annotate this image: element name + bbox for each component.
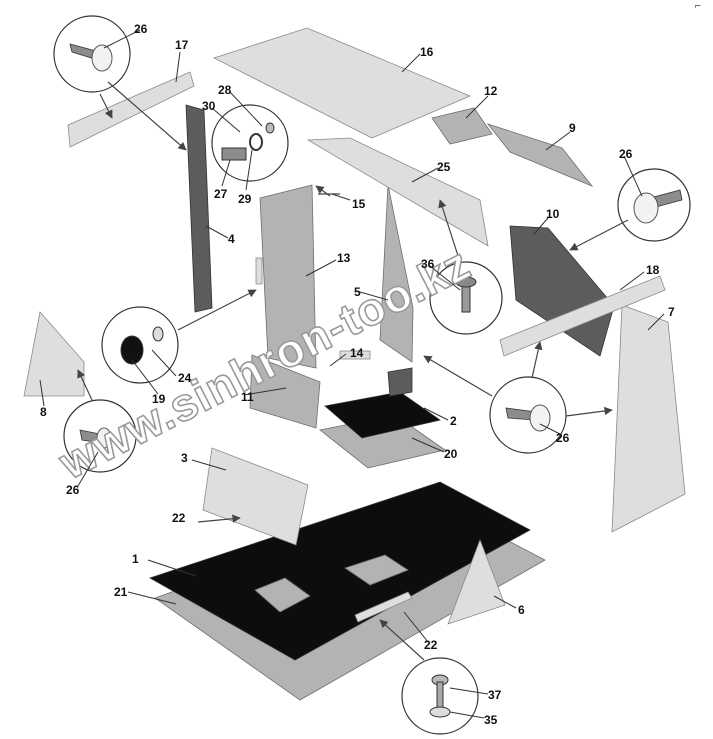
detail-circle-35-37 xyxy=(401,657,479,735)
arrow-19-to-13 xyxy=(177,289,257,331)
label-26-left: 26 xyxy=(66,483,80,497)
label-28: 28 xyxy=(218,83,232,97)
part-13-handle xyxy=(255,257,263,285)
detail-circle-26-bottom-right xyxy=(489,376,567,454)
part-22-bolt-left xyxy=(197,514,241,523)
label-11: 11 xyxy=(241,390,254,404)
part-4-side-bar xyxy=(185,104,213,313)
label-15: 15 xyxy=(352,197,366,211)
label-10: 10 xyxy=(546,207,560,221)
leader-lines xyxy=(39,29,665,719)
part-25-channel xyxy=(306,137,489,247)
label-2: 2 xyxy=(450,414,457,428)
label-7: 7 xyxy=(668,305,675,319)
arrow-17-down xyxy=(99,93,113,119)
part-8-triangle-panel xyxy=(23,311,85,397)
part-6-triangle-panel xyxy=(447,538,506,625)
detail-circle-27-30 xyxy=(211,104,289,182)
label-8: 8 xyxy=(40,405,47,419)
label-22-bottom: 22 xyxy=(424,638,438,652)
part-5-triangle-panel xyxy=(379,184,414,363)
label-24: 24 xyxy=(178,371,192,385)
part-13-front-panel xyxy=(259,184,317,369)
part-2-block xyxy=(387,367,413,397)
label-16: 16 xyxy=(420,45,434,59)
part-22-bar-bottom xyxy=(354,591,413,623)
label-22-left: 22 xyxy=(172,511,186,525)
label-5: 5 xyxy=(354,285,361,299)
label-18: 18 xyxy=(646,263,660,277)
label-3: 3 xyxy=(181,451,188,465)
arrow-26-to-4 xyxy=(107,81,187,151)
part-9-strip xyxy=(486,123,594,187)
part-17-strip xyxy=(67,71,195,148)
label-36: 36 xyxy=(421,257,435,271)
label-25: 25 xyxy=(437,160,451,174)
detail-circle-26-top-left xyxy=(53,15,131,93)
part-14-clip xyxy=(339,350,371,360)
label-27: 27 xyxy=(214,187,228,201)
part-3-lower-panel xyxy=(202,447,309,546)
arrow-37-to-22 xyxy=(379,619,425,661)
label-29: 29 xyxy=(238,192,252,206)
part-1-cutout-left xyxy=(254,577,311,613)
label-35: 35 xyxy=(484,713,498,727)
part-2-plate xyxy=(324,391,441,439)
arrow-26-to-5 xyxy=(423,355,493,397)
part-7-tall-panel xyxy=(611,304,686,533)
label-30: 30 xyxy=(202,99,216,113)
part-labels: 26 17 16 12 9 28 30 27 29 25 26 15 4 13 … xyxy=(40,22,675,727)
label-13: 13 xyxy=(337,251,351,265)
part-10-rear-panel xyxy=(509,225,615,357)
arrow-26-to-8 xyxy=(77,369,93,401)
detail-circle-19-24 xyxy=(101,306,179,384)
label-17: 17 xyxy=(175,38,189,52)
label-19: 19 xyxy=(152,392,166,406)
detail-circle-26-left xyxy=(63,399,137,473)
label-20: 20 xyxy=(444,447,458,461)
part-11-small-panel xyxy=(249,354,321,429)
part-18-long-bar xyxy=(499,275,666,357)
arrow-26-to-10 xyxy=(569,219,629,251)
label-26-bottom-right: 26 xyxy=(556,431,570,445)
part-16-roof-panel xyxy=(212,27,472,139)
part-1-floor-panel xyxy=(149,481,531,661)
detail-circle-26-right xyxy=(617,168,691,242)
arrow-36-to-25 xyxy=(438,199,461,263)
label-12: 12 xyxy=(484,84,498,98)
arrow-15-to-panel xyxy=(315,185,331,197)
label-26-right: 26 xyxy=(619,147,633,161)
arrow-26-to-7 xyxy=(565,406,613,417)
part-1-cutout-right xyxy=(344,554,409,586)
label-14: 14 xyxy=(350,346,364,360)
label-6: 6 xyxy=(518,603,525,617)
label-1: 1 xyxy=(132,552,139,566)
corner-mark: ⌐ xyxy=(694,2,702,12)
label-21: 21 xyxy=(114,585,128,599)
arrow-26-to-18 xyxy=(531,341,543,379)
label-26-top-left: 26 xyxy=(134,22,148,36)
label-9: 9 xyxy=(569,121,576,135)
part-12-strip xyxy=(431,107,493,145)
label-37: 37 xyxy=(488,688,502,702)
label-4: 4 xyxy=(228,232,235,246)
